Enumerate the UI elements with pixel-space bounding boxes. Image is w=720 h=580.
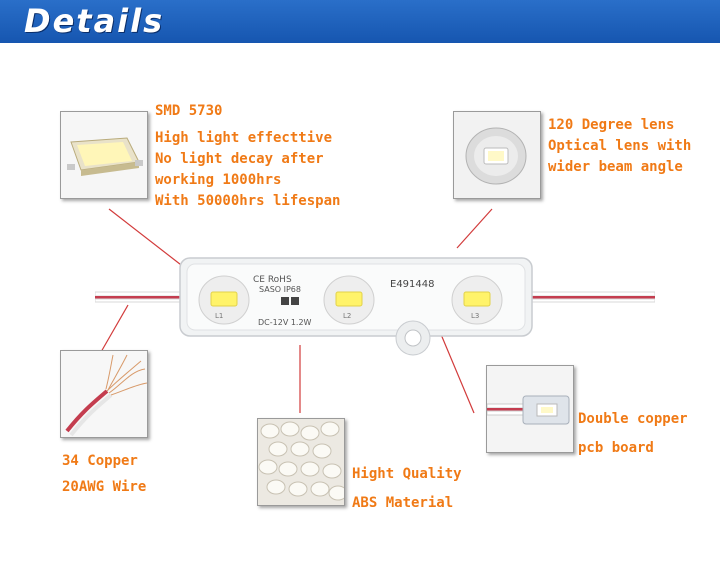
wire-callout-line: 34 Copper xyxy=(62,453,138,469)
pcb-board-thumbnail xyxy=(486,365,574,453)
lens-callout-line: wider beam angle xyxy=(548,159,683,175)
led-label: L3 xyxy=(471,312,479,320)
abs-callout-line: Hight Quality xyxy=(352,466,462,482)
lens-callout-line: 120 Degree lens xyxy=(548,117,675,133)
abs-callout: Hight Quality ABS Material xyxy=(352,460,462,518)
led-label: L2 xyxy=(343,312,351,320)
pcb-callout-line: Double copper xyxy=(578,411,688,427)
smd-callout-line: working 1000hrs xyxy=(155,172,282,188)
wire-callout: 34 Copper 20AWG Wire xyxy=(62,448,146,500)
abs-callout-line: ABS Material xyxy=(352,495,454,511)
header-bar: Details xyxy=(0,0,720,43)
smd-callout-line: No light decay after xyxy=(155,151,324,167)
abs-material-thumbnail xyxy=(257,418,345,506)
lens-callout-line: Optical lens with xyxy=(548,138,692,154)
copper-wire-thumbnail xyxy=(60,350,148,438)
smd-chip-thumbnail xyxy=(60,111,148,199)
led-label: L1 xyxy=(215,312,223,320)
cert-code: SASO IP68 xyxy=(259,285,301,294)
ul-code: E491448 xyxy=(390,279,435,290)
cert-marks: CE RoHS xyxy=(253,275,292,285)
lens-callout: 120 Degree lens Optical lens with wider … xyxy=(548,115,691,178)
rating-label: DC-12V 1.2W xyxy=(258,318,312,327)
smd-callout-title: SMD 5730 xyxy=(155,103,223,119)
pcb-callout-line: pcb board xyxy=(578,440,654,456)
led-module-image: CE RoHS SASO IP68 E491448 DC-12V 1.2W L1… xyxy=(95,257,655,356)
smd-callout-line: High light effecttive xyxy=(155,130,333,146)
pcb-callout: Double copper pcb board xyxy=(578,405,688,463)
wire-callout-line: 20AWG Wire xyxy=(62,479,147,495)
smd-callout-line: With 50000hrs lifespan xyxy=(155,193,341,209)
smd-callout: SMD 5730 High light effecttive No light … xyxy=(155,101,340,212)
page-title: Details xyxy=(24,2,165,40)
lens-thumbnail xyxy=(453,111,541,199)
